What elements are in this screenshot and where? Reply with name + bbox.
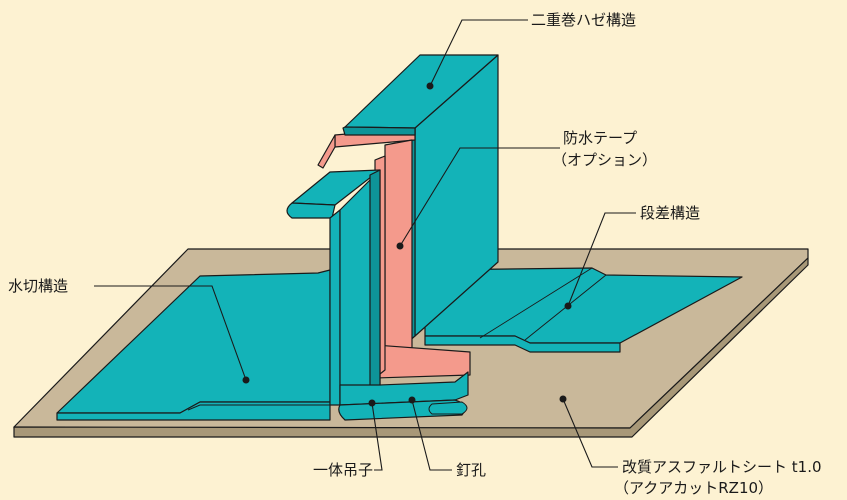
- leader-waterproof-tape: [399, 147, 560, 247]
- label-asphalt-sheet: 改質アスファルトシート t1.0: [622, 458, 822, 476]
- dot-integrated-clip: [368, 399, 376, 407]
- seam-legs: [329, 169, 381, 406]
- dot-double-seam: [426, 82, 434, 90]
- label-asphalt-sheet-note: （アクアカットRZ10）: [614, 479, 774, 497]
- label-nail-hole: 釘孔: [456, 461, 487, 479]
- leader-integrated-clip: [371, 402, 383, 471]
- label-waterproof-tape-note: （オプション）: [552, 151, 658, 169]
- dot-step-structure: [564, 302, 572, 310]
- dot-asphalt-sheet: [559, 395, 567, 403]
- leader-water-cut: [94, 285, 247, 381]
- leader-lines: [94, 19, 636, 471]
- leader-nail-hole: [411, 399, 452, 471]
- leader-asphalt-sheet: [562, 398, 618, 468]
- label-integrated-clip: 一体吊子: [313, 461, 374, 479]
- dot-water-cut: [242, 376, 250, 384]
- leader-step-structure: [567, 212, 636, 307]
- label-water-cut-structure: 水切構造: [8, 277, 69, 295]
- label-double-seam: 二重巻ハゼ構造: [531, 11, 637, 29]
- right-panel: [424, 267, 743, 353]
- leader-dots: [242, 82, 572, 407]
- label-waterproof-tape: 防水テープ: [563, 129, 638, 147]
- seam-cap: [342, 54, 499, 136]
- dot-waterproof-tape: [396, 242, 404, 250]
- label-step-structure: 段差構造: [640, 204, 701, 222]
- leader-double-seam: [429, 19, 528, 87]
- dot-nail-hole: [408, 396, 416, 404]
